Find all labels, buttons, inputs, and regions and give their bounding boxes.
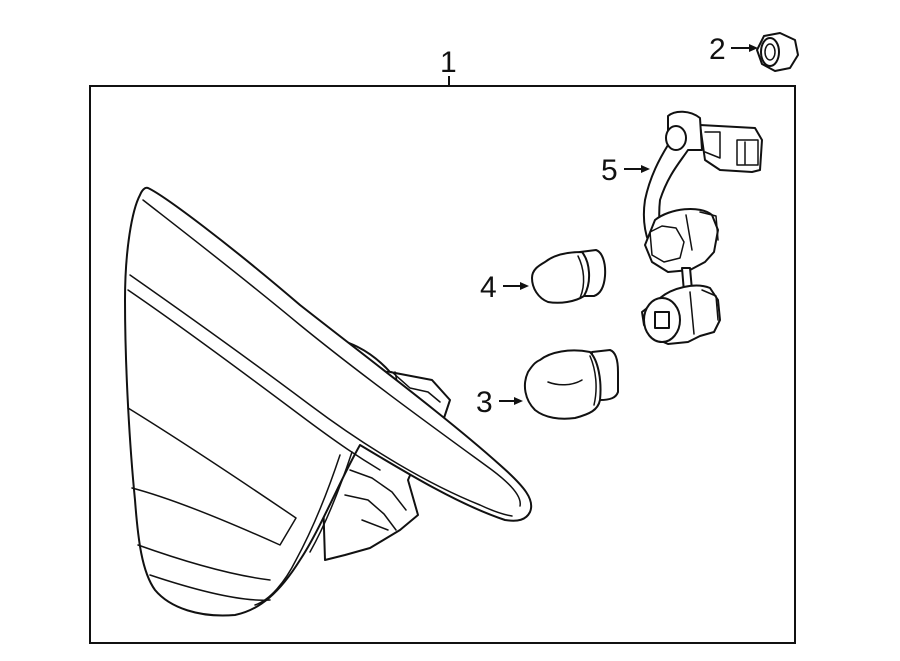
wiring-harness-part [641, 110, 763, 345]
assembly-frame [89, 85, 796, 644]
callout-2-arrow [731, 44, 758, 52]
bulb-4-part [531, 249, 607, 304]
callout-2-label: 2 [709, 33, 726, 66]
callout-1-label: 1 [440, 46, 457, 79]
callout-3-arrow [499, 397, 523, 405]
bulb-3-part [523, 349, 619, 420]
callout-5-arrow [624, 165, 650, 173]
callout-5-label: 5 [601, 154, 618, 187]
nut-part [756, 32, 799, 72]
callout-4-arrow [503, 282, 529, 290]
callout-4-label: 4 [480, 271, 497, 304]
callout-3-label: 3 [476, 386, 493, 419]
tail-lamp-housing [124, 186, 533, 617]
